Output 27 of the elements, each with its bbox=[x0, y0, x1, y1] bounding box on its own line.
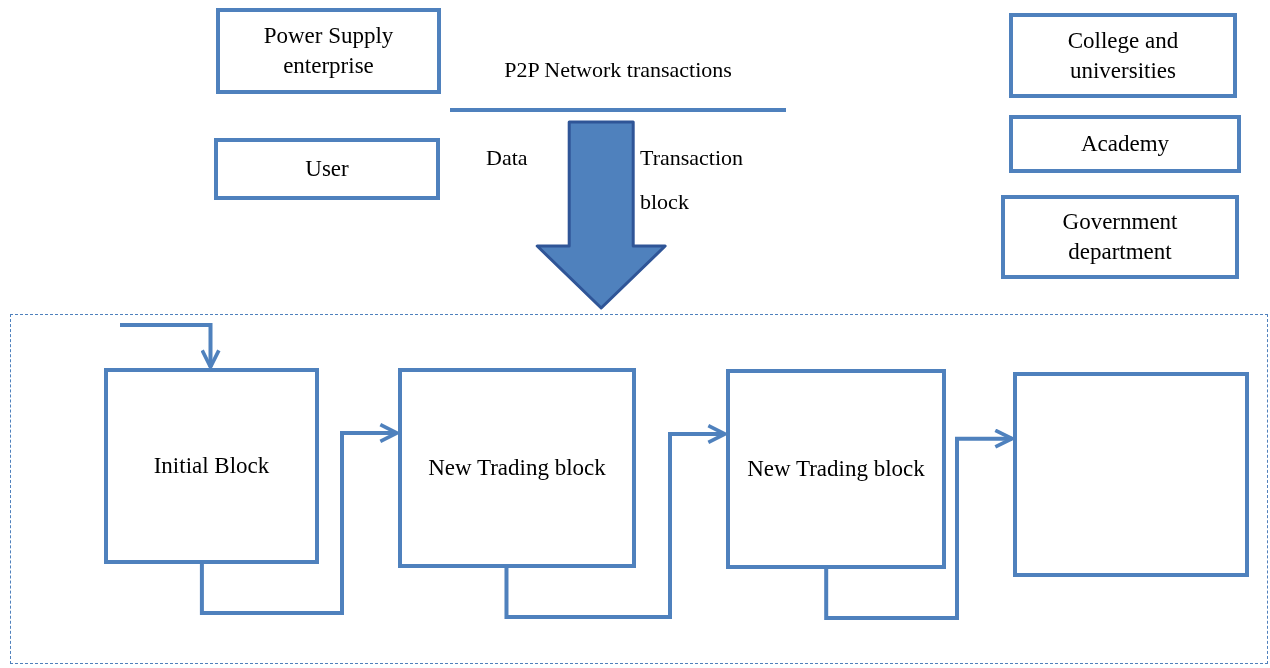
box-text: User bbox=[305, 155, 349, 183]
empty-block-box bbox=[1013, 372, 1249, 577]
box-text: Initial Block bbox=[153, 452, 270, 480]
process-box bbox=[1009, 13, 1237, 98]
connector-arrow bbox=[120, 323, 221, 369]
box-text: Academy bbox=[1080, 130, 1170, 158]
box-text: New Trading block bbox=[747, 455, 925, 483]
connector-arrow bbox=[504, 423, 727, 619]
dashed-container bbox=[10, 314, 1268, 664]
arrow-label: Data bbox=[486, 144, 528, 172]
connector-arrow bbox=[199, 422, 399, 615]
process-box bbox=[216, 8, 441, 94]
box-text: College and universities bbox=[1066, 26, 1180, 85]
process-box bbox=[1001, 195, 1239, 279]
process-box bbox=[214, 138, 440, 200]
process-box bbox=[398, 368, 636, 568]
process-box bbox=[1009, 115, 1241, 173]
arrow-label: block bbox=[640, 188, 689, 216]
connector-arrow bbox=[824, 428, 1014, 620]
box-text: New Trading block bbox=[428, 454, 606, 482]
process-box bbox=[726, 369, 946, 569]
box-text: Government department bbox=[1061, 208, 1179, 266]
process-box bbox=[104, 368, 319, 564]
block-arrow bbox=[535, 120, 667, 310]
box-text: Power Supply enterprise bbox=[262, 22, 395, 80]
box-text: P2P Network transactions bbox=[504, 56, 732, 84]
arrow-label: Transaction bbox=[640, 144, 744, 172]
